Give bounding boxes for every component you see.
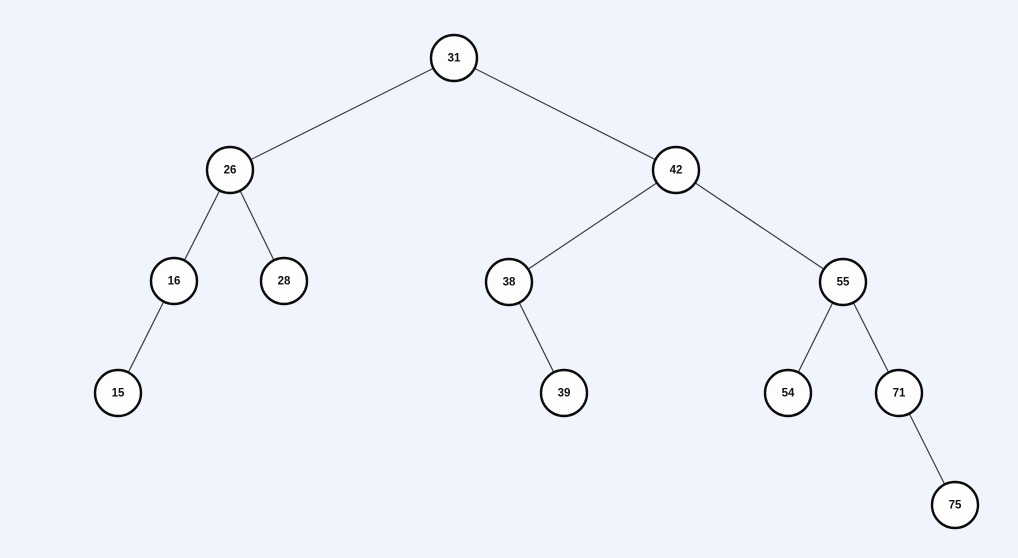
tree-edge-31-26 xyxy=(229,57,455,171)
tree-node-26: 26 xyxy=(205,145,255,195)
tree-node-15: 15 xyxy=(93,368,143,418)
tree-node-circle xyxy=(763,368,813,418)
tree-node-38: 38 xyxy=(484,257,534,307)
tree-node-55: 55 xyxy=(818,257,868,307)
tree-node-value: 54 xyxy=(782,388,795,400)
tree-node-value: 16 xyxy=(168,276,181,288)
tree-edge-42-55 xyxy=(675,169,844,283)
tree-node-circle xyxy=(429,33,479,83)
tree-node-circle xyxy=(874,368,924,418)
tree-node-circle xyxy=(259,256,309,306)
tree-node-value: 42 xyxy=(670,165,683,177)
tree-node-circle xyxy=(539,368,589,418)
tree-node-value: 31 xyxy=(448,53,461,65)
tree-node-value: 39 xyxy=(558,388,571,400)
tree-node-75: 75 xyxy=(930,480,980,530)
tree-node-28: 28 xyxy=(259,256,309,306)
tree-node-value: 75 xyxy=(949,500,962,512)
tree-node-circle xyxy=(149,256,199,306)
tree-node-circle xyxy=(818,257,868,307)
tree-node-value: 55 xyxy=(837,277,850,289)
tree-node-54: 54 xyxy=(763,368,813,418)
tree-node-71: 71 xyxy=(874,368,924,418)
tree-node-circle xyxy=(205,145,255,195)
tree-edge-42-38 xyxy=(508,169,677,283)
tree-node-value: 38 xyxy=(503,277,516,289)
tree-node-value: 71 xyxy=(893,388,906,400)
tree-node-circle xyxy=(930,480,980,530)
tree-node-circle xyxy=(93,368,143,418)
tree-node-value: 28 xyxy=(278,276,291,288)
tree-node-value: 15 xyxy=(112,388,125,400)
tree-node-39: 39 xyxy=(539,368,589,418)
tree-node-circle xyxy=(651,145,701,195)
tree-node-value: 26 xyxy=(224,165,237,177)
tree-node-42: 42 xyxy=(651,145,701,195)
tree-node-31: 31 xyxy=(429,33,479,83)
tree-edge-31-42 xyxy=(453,57,677,171)
tree-node-circle xyxy=(484,257,534,307)
tree-node-16: 16 xyxy=(149,256,199,306)
